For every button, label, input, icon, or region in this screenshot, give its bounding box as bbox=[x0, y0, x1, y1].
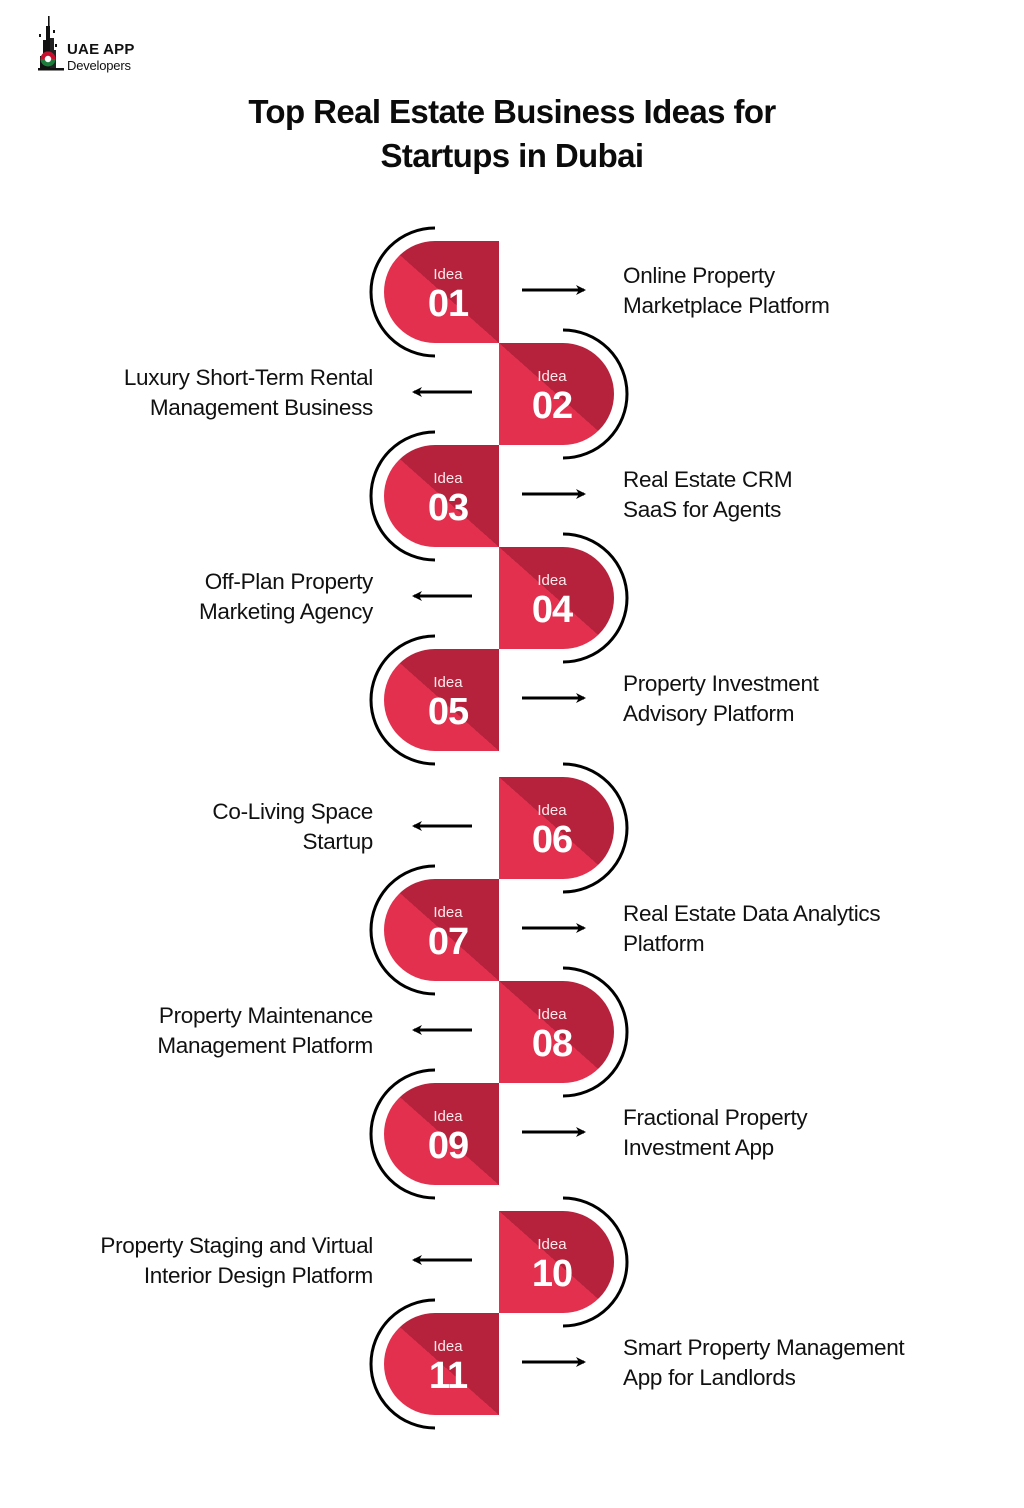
idea-label: Idea bbox=[537, 802, 567, 819]
idea-title-line-1: Real Estate Data Analytics bbox=[623, 901, 881, 926]
brand-subtitle: Developers bbox=[67, 58, 131, 73]
idea-title-line-2: Platform bbox=[623, 931, 705, 956]
idea-badge-shape bbox=[384, 241, 499, 343]
outline-arc bbox=[369, 1068, 436, 1200]
idea-title-line-2: Startup bbox=[302, 829, 374, 854]
idea-title-line-2: SaaS for Agents bbox=[623, 497, 782, 522]
idea-label: Idea bbox=[433, 904, 463, 921]
idea-badge-shape bbox=[384, 649, 499, 751]
idea-badge-shape bbox=[499, 777, 614, 879]
idea-number: 08 bbox=[531, 1023, 573, 1065]
idea-badge-shape bbox=[499, 981, 614, 1083]
idea-label: Idea bbox=[537, 368, 567, 385]
idea-number: 04 bbox=[531, 589, 573, 631]
outline-arc bbox=[369, 430, 436, 562]
idea-title-line-1: Property Maintenance bbox=[158, 1003, 373, 1028]
idea-number: 02 bbox=[531, 385, 573, 427]
idea-badge-shape bbox=[499, 547, 614, 649]
idea-number: 10 bbox=[531, 1253, 573, 1295]
idea-number: 06 bbox=[531, 819, 573, 861]
idea-number: 05 bbox=[427, 691, 469, 733]
idea-badge-shape bbox=[384, 879, 499, 981]
burj-khalifa-logo-icon bbox=[38, 16, 64, 71]
idea-title-line-2: Marketing Agency bbox=[198, 599, 373, 624]
idea-badge-shape bbox=[384, 1083, 499, 1185]
idea-label: Idea bbox=[433, 266, 463, 283]
title-line-2: Startups in Dubai bbox=[380, 137, 645, 174]
outline-arc bbox=[562, 966, 629, 1098]
idea-title-line-2: Management Business bbox=[149, 395, 373, 420]
idea-title-line-1: Fractional Property bbox=[623, 1105, 808, 1130]
idea-badge-shape bbox=[499, 1211, 614, 1313]
idea-title-line-1: Co-Living Space bbox=[212, 799, 373, 824]
outline-arc bbox=[562, 1196, 629, 1328]
idea-number: 07 bbox=[427, 921, 469, 963]
page-title: Top Real Estate Business Ideas for Start… bbox=[0, 90, 1024, 178]
outline-arc bbox=[562, 762, 629, 894]
outline-arc bbox=[369, 864, 436, 996]
idea-number: 01 bbox=[427, 283, 469, 325]
idea-number: 09 bbox=[427, 1125, 469, 1167]
idea-label: Idea bbox=[433, 470, 463, 487]
idea-number: 03 bbox=[427, 487, 469, 529]
outline-arc bbox=[562, 532, 629, 664]
idea-title-line-1: Property Staging and Virtual bbox=[100, 1233, 373, 1258]
idea-badge-shape bbox=[384, 1313, 499, 1415]
idea-label: Idea bbox=[433, 1108, 463, 1125]
outline-arc bbox=[369, 634, 436, 766]
idea-description: Real Estate CRM SaaS for Agents bbox=[623, 465, 793, 525]
idea-title-line-1: Property Investment bbox=[623, 671, 819, 696]
idea-title-line-2: Investment App bbox=[623, 1135, 774, 1160]
idea-title-line-2: Management Platform bbox=[157, 1033, 373, 1058]
idea-number: 11 bbox=[428, 1355, 468, 1397]
brand-logo: UAE APP Developers bbox=[34, 16, 144, 76]
idea-title-line-2: Marketplace Platform bbox=[623, 293, 830, 318]
brand-name: UAE APP bbox=[67, 41, 135, 58]
idea-badge-shape bbox=[499, 343, 614, 445]
idea-title-line-1: Real Estate CRM bbox=[623, 467, 793, 492]
outline-arc bbox=[562, 328, 629, 460]
idea-label: Idea bbox=[537, 1236, 567, 1253]
idea-title-line-1: Luxury Short-Term Rental bbox=[123, 365, 373, 390]
idea-label: Idea bbox=[433, 674, 463, 691]
idea-title-line-2: Interior Design Platform bbox=[143, 1263, 373, 1288]
idea-title-line-1: Off-Plan Property bbox=[204, 569, 374, 594]
idea-title-line-1: Online Property bbox=[623, 263, 775, 288]
idea-label: Idea bbox=[537, 572, 567, 589]
idea-label: Idea bbox=[433, 1338, 463, 1355]
outline-arc bbox=[369, 1298, 436, 1430]
idea-title-line-1: Smart Property Management bbox=[623, 1335, 905, 1360]
idea-label: Idea bbox=[537, 1006, 567, 1023]
idea-title-line-2: App for Landlords bbox=[623, 1365, 796, 1390]
idea-badge-shape bbox=[384, 445, 499, 547]
title-line-1: Top Real Estate Business Ideas for bbox=[248, 93, 776, 130]
idea-title-line-2: Advisory Platform bbox=[623, 701, 795, 726]
outline-arc bbox=[369, 226, 436, 358]
